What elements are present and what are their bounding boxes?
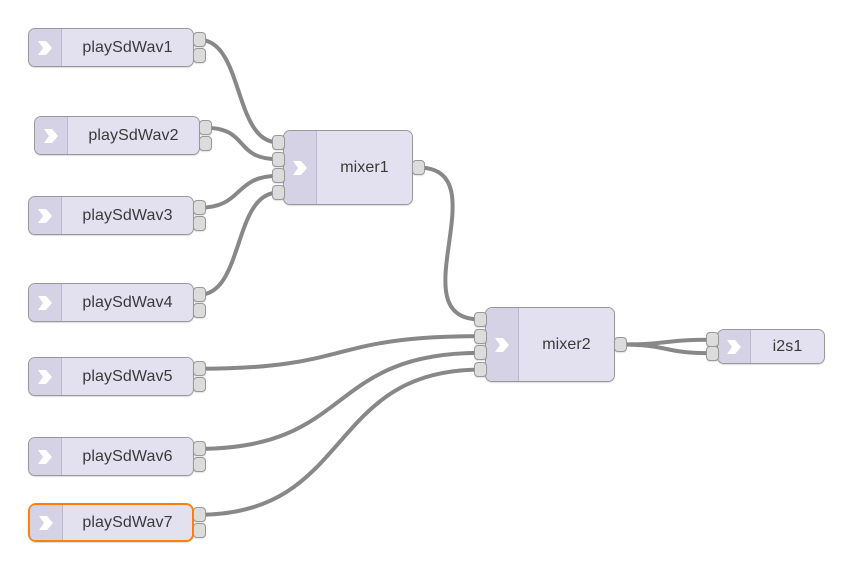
output-port-playSdWav6-1[interactable]: [192, 456, 206, 472]
play-arrow-icon: [486, 308, 519, 381]
node-body: playSdWav3: [62, 197, 193, 234]
node-label: playSdWav1: [82, 38, 173, 56]
play-arrow-icon: [718, 330, 751, 363]
output-port-playSdWav3-0[interactable]: [192, 200, 206, 216]
wire-playSdWav7-to-mixer2-7[interactable]: [197, 367, 482, 517]
node-body: playSdWav4: [62, 284, 193, 321]
play-arrow-glyph: [39, 515, 53, 530]
play-arrow-glyph: [38, 369, 52, 384]
node-body: playSdWav7: [63, 505, 192, 540]
node-label: playSdWav4: [82, 293, 173, 311]
play-arrow-icon: [29, 438, 62, 475]
play-arrow-glyph: [38, 449, 52, 464]
output-port-playSdWav2-0[interactable]: [198, 120, 212, 136]
input-port-i2s1-1[interactable]: [705, 345, 719, 361]
output-port-playSdWav7-1[interactable]: [192, 522, 206, 538]
play-arrow-glyph: [38, 40, 52, 55]
node-playSdWav4[interactable]: playSdWav4: [28, 283, 194, 322]
node-body: playSdWav5: [62, 358, 193, 395]
output-port-playSdWav7-0[interactable]: [192, 507, 206, 523]
node-playSdWav5[interactable]: playSdWav5: [28, 357, 194, 396]
node-label: i2s1: [772, 337, 803, 355]
node-label: playSdWav3: [82, 206, 173, 224]
input-port-mixer1-1[interactable]: [271, 151, 285, 167]
output-port-playSdWav1-0[interactable]: [192, 32, 206, 48]
node-playSdWav2[interactable]: playSdWav2: [34, 116, 200, 155]
wire-playSdWav3-to-mixer1-2[interactable]: [197, 173, 280, 210]
input-port-mixer1-2[interactable]: [271, 168, 285, 184]
node-playSdWav1[interactable]: playSdWav1: [28, 28, 194, 67]
output-port-playSdWav5-1[interactable]: [192, 376, 206, 392]
node-body: playSdWav6: [62, 438, 193, 475]
node-i2s1[interactable]: i2s1: [717, 329, 825, 364]
wire-mixer2-to-i2s1-9[interactable]: [618, 342, 714, 356]
input-port-mixer2-3[interactable]: [473, 362, 487, 378]
input-port-mixer1-0[interactable]: [271, 134, 285, 150]
play-arrow-icon: [284, 131, 317, 204]
wire-playSdWav5-to-mixer2-5[interactable]: [197, 334, 482, 371]
wire-mixer2-to-i2s1-8[interactable]: [618, 337, 714, 347]
output-port-playSdWav2-1[interactable]: [198, 135, 212, 151]
node-label: mixer2: [542, 335, 591, 353]
play-arrow-glyph: [38, 295, 52, 310]
node-label: playSdWav2: [88, 126, 179, 144]
wire-mixer1-to-mixer2-4[interactable]: [416, 165, 482, 322]
wire-playSdWav6-to-mixer2-6[interactable]: [197, 350, 482, 451]
output-port-playSdWav1-1[interactable]: [192, 47, 206, 63]
input-port-mixer2-0[interactable]: [473, 311, 487, 327]
node-body: mixer1: [317, 131, 412, 204]
output-port-playSdWav4-1[interactable]: [192, 302, 206, 318]
node-body: i2s1: [751, 330, 824, 363]
play-arrow-icon: [29, 284, 62, 321]
play-arrow-glyph: [293, 160, 307, 175]
play-arrow-glyph: [495, 337, 509, 352]
node-label: playSdWav5: [82, 367, 173, 385]
output-port-mixer2-0[interactable]: [613, 337, 627, 352]
output-port-playSdWav5-0[interactable]: [192, 361, 206, 377]
input-port-mixer2-2[interactable]: [473, 345, 487, 361]
play-arrow-icon: [30, 505, 63, 540]
play-arrow-glyph: [44, 128, 58, 143]
node-playSdWav3[interactable]: playSdWav3: [28, 196, 194, 235]
output-port-mixer1-0[interactable]: [411, 160, 425, 175]
wire-playSdWav2-to-mixer1-1[interactable]: [203, 125, 280, 162]
play-arrow-glyph: [727, 339, 741, 354]
node-playSdWav7[interactable]: playSdWav7: [28, 503, 194, 542]
node-label: playSdWav6: [82, 447, 173, 465]
play-arrow-icon: [29, 197, 62, 234]
wire-playSdWav4-to-mixer1-3[interactable]: [197, 190, 280, 297]
node-label: playSdWav7: [82, 513, 173, 531]
output-port-playSdWav4-0[interactable]: [192, 287, 206, 303]
node-label: mixer1: [340, 158, 389, 176]
play-arrow-glyph: [38, 208, 52, 223]
output-port-playSdWav6-0[interactable]: [192, 441, 206, 457]
input-port-mixer2-1[interactable]: [473, 328, 487, 344]
input-port-mixer1-3[interactable]: [271, 185, 285, 201]
output-port-playSdWav3-1[interactable]: [192, 215, 206, 231]
node-body: mixer2: [519, 308, 614, 381]
node-body: playSdWav1: [62, 29, 193, 66]
play-arrow-icon: [29, 29, 62, 66]
node-body: playSdWav2: [68, 117, 199, 154]
play-arrow-icon: [29, 358, 62, 395]
node-playSdWav6[interactable]: playSdWav6: [28, 437, 194, 476]
node-mixer2[interactable]: mixer2: [485, 307, 615, 382]
play-arrow-icon: [35, 117, 68, 154]
node-mixer1[interactable]: mixer1: [283, 130, 413, 205]
